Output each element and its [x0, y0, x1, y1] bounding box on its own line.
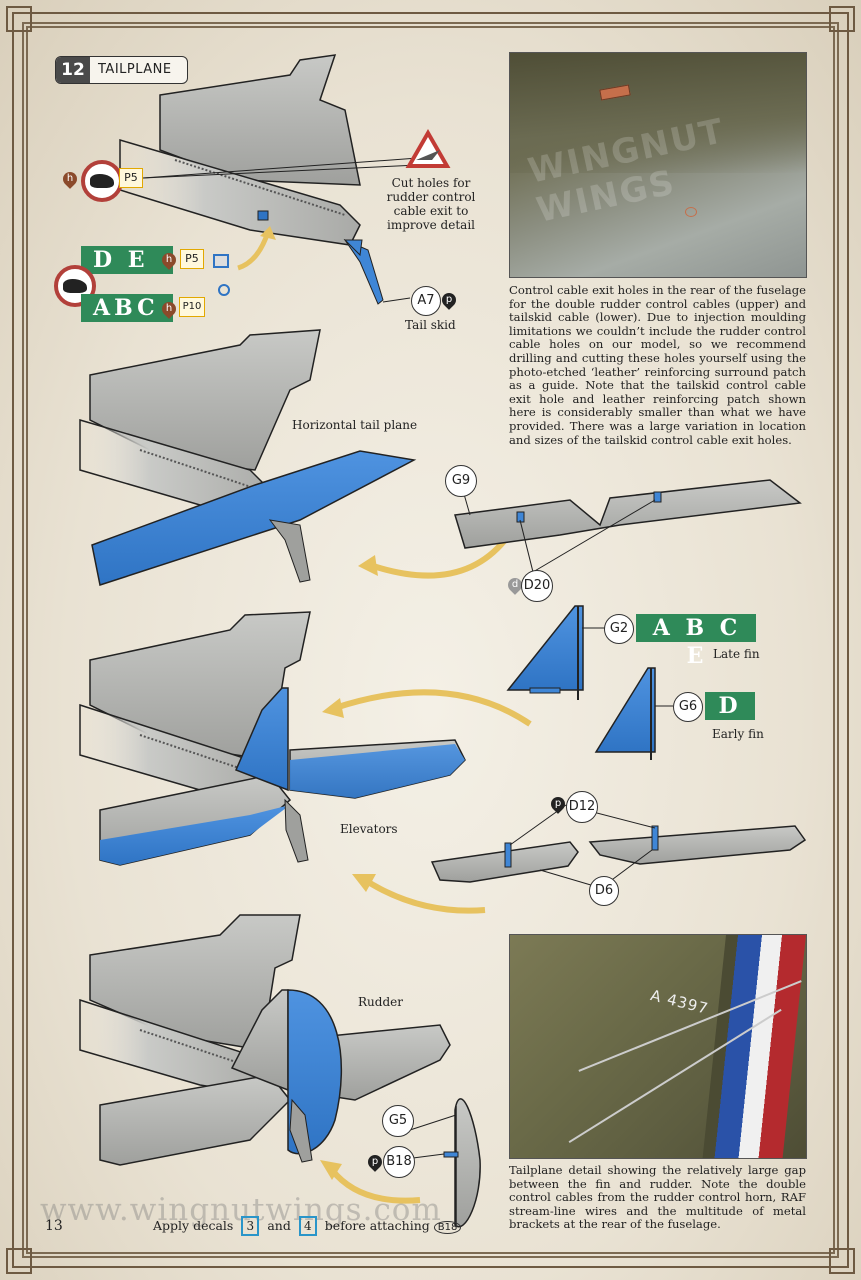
- assembly-arrow-4: [363, 877, 486, 914]
- decal-note-after: before attaching: [324, 1218, 430, 1233]
- fuselage-view-5: [79, 914, 451, 1166]
- tail-skid-label: Tail skid: [405, 318, 456, 332]
- part-d20-label: D20: [521, 570, 553, 602]
- page-number: 13: [45, 1218, 63, 1234]
- rudder-part-g5: [454, 1098, 481, 1228]
- rudder-label: Rudder: [358, 995, 403, 1009]
- part-g5-label: G5: [382, 1105, 414, 1137]
- photo1-caption: Control cable exit holes in the rear of …: [509, 283, 806, 447]
- elevators-label: Elevators: [340, 822, 398, 836]
- part-b18-ref: B18: [433, 1221, 462, 1234]
- page-frame-outer: [12, 12, 849, 1268]
- part-g6-label: G6: [673, 692, 703, 722]
- page-frame-inner: [22, 22, 839, 1258]
- p-marker-text: p: [371, 1156, 379, 1167]
- part-a7-label: A7: [411, 286, 441, 316]
- frame-corner-tl: [6, 6, 32, 32]
- reference-photo-tailplane: A 4397: [509, 934, 807, 1159]
- step-title: TAILPLANE: [98, 62, 172, 77]
- pe-p10-part: [218, 284, 230, 296]
- part-g9-label: G9: [445, 465, 477, 497]
- step-header: 12 TAILPLANE: [55, 56, 188, 84]
- frame-corner-tr: [829, 6, 855, 32]
- decal-ref-4: 4: [298, 1216, 317, 1236]
- h-marker-text: h: [165, 254, 173, 265]
- part-p5-label: P5: [119, 168, 143, 188]
- photo2-caption: Tailplane detail showing the relatively …: [509, 1163, 806, 1232]
- horizontal-tail-plane-label: Horizontal tail plane: [292, 418, 418, 432]
- version-tag-abce: A B C E: [636, 614, 756, 669]
- fuselage-view-3: [79, 611, 466, 866]
- decal-ref-3: 3: [241, 1216, 260, 1236]
- part-d12-label: D12: [566, 791, 598, 823]
- p-marker-text: p: [554, 798, 562, 809]
- part-g2-label: G2: [604, 614, 634, 644]
- photo-serial-marking: A 4397: [648, 986, 711, 1018]
- cut-holes-note: Cut holes for rudder control cable exit …: [386, 176, 476, 232]
- assembly-arrow-1: [237, 231, 271, 271]
- website-watermark: www.wingnutwings.com: [40, 1192, 442, 1228]
- late-fin-part-g2: [506, 605, 584, 691]
- assembly-arrow-5: [329, 1168, 421, 1204]
- decal-instruction: Apply decals 3 and 4 before attaching B1…: [153, 1216, 462, 1236]
- step-number: 12: [56, 57, 90, 83]
- elevator-right-part-d6: [588, 825, 807, 865]
- fuselage-view-1: [119, 54, 384, 305]
- reference-photo-cable-exit: WINGNUT WINGS: [509, 52, 807, 278]
- frame-corner-bl: [6, 1248, 32, 1274]
- fuselage-view-2: [79, 329, 417, 586]
- version-tag-d: D: [705, 692, 755, 720]
- d-marker-text: d: [511, 579, 519, 590]
- assembly-arrow-2: [369, 538, 508, 579]
- part-d6-label: D6: [589, 876, 619, 906]
- early-fin-part-g6: [594, 667, 656, 753]
- p-marker-text: p: [445, 294, 453, 305]
- part-p10-label: P10: [179, 297, 205, 317]
- h-marker-text: h: [165, 303, 173, 314]
- part-p5-label-2: P5: [180, 249, 204, 269]
- decal-note-and: and: [267, 1218, 291, 1233]
- frame-corner-br: [829, 1248, 855, 1274]
- tailplane-part-g9: [454, 479, 802, 549]
- early-fin-label: Early fin: [712, 727, 764, 741]
- late-fin-label: Late fin: [713, 647, 760, 661]
- h-marker-text: h: [66, 173, 74, 184]
- part-b18-label: B18: [383, 1146, 415, 1178]
- version-tag-de: D E: [81, 246, 173, 274]
- cut-warning-icon: [405, 128, 451, 168]
- elephant-warning-icon: [81, 160, 123, 202]
- elephant-warning-icon: [54, 265, 96, 307]
- decal-note-before: Apply decals: [153, 1218, 234, 1233]
- assembly-arrow-3: [334, 689, 532, 727]
- version-tag-abc: ABC: [81, 294, 173, 322]
- pe-p5-part: [213, 254, 229, 268]
